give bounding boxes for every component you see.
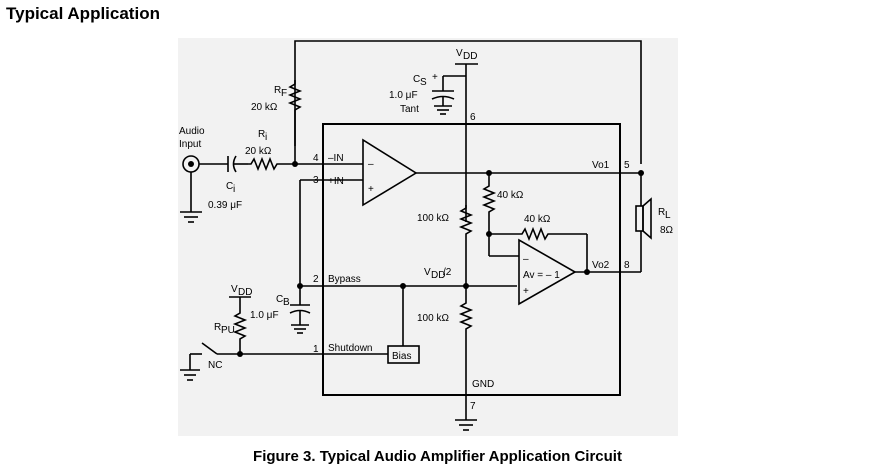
- pin-6-label: 6: [470, 112, 476, 123]
- rpu-resistor: [232, 310, 248, 343]
- r40-upper-value: 40 kΩ: [497, 190, 524, 201]
- audio-input-label: Input: [179, 139, 201, 150]
- vdd-half-label: /2: [443, 267, 452, 278]
- pin-2-name: Bypass: [328, 274, 361, 285]
- section-heading: Typical Application: [6, 4, 160, 23]
- rl-label: L: [665, 210, 671, 221]
- r40-lower-resistor: [519, 226, 551, 242]
- diagram-panel: [178, 38, 678, 436]
- pin-4-name: –IN: [328, 153, 344, 164]
- vdd-pu-label: DD: [238, 287, 252, 298]
- pin-7-label: 7: [470, 401, 476, 412]
- pin-5-label: 5: [624, 160, 630, 171]
- rf-label: F: [281, 88, 287, 99]
- rf-resistor: [287, 80, 303, 114]
- vdd-label: V: [456, 48, 463, 59]
- vo2-label: Vo2: [592, 260, 610, 271]
- vdd-pu-label: V: [231, 284, 238, 295]
- pin-8-label: 8: [624, 260, 630, 271]
- ic-package: [322, 123, 621, 396]
- cs-plus-label: +: [432, 72, 438, 83]
- vdd-half-label: V: [424, 267, 431, 278]
- ci-label: C: [226, 181, 233, 192]
- nc-label: NC: [208, 360, 222, 371]
- r100-lower-value: 100 kΩ: [417, 313, 449, 324]
- r40-lower-value: 40 kΩ: [524, 214, 551, 225]
- nc-switch: [201, 342, 218, 355]
- vdd-label: DD: [463, 51, 477, 62]
- ri-value: 20 kΩ: [245, 146, 272, 157]
- pin-3-label: 3: [313, 175, 319, 186]
- rf-value: 20 kΩ: [251, 102, 278, 113]
- vdd-half-label: DD: [431, 270, 445, 281]
- ci-label: i: [233, 184, 235, 195]
- r40-upper-resistor: [481, 183, 497, 216]
- opamp-minus-label: –: [523, 254, 529, 265]
- bias-label: Bias: [392, 351, 411, 362]
- pin-1-label: 1: [313, 344, 319, 355]
- opamp-plus-label: +: [523, 286, 529, 297]
- gnd-label: GND: [472, 379, 494, 390]
- cs-label: S: [420, 77, 427, 88]
- speaker-icon: [635, 205, 644, 232]
- cb-label: B: [283, 297, 290, 308]
- cb-label: C: [276, 294, 283, 305]
- ri-resistor: [248, 156, 280, 172]
- gain-label: Av = – 1: [523, 270, 560, 281]
- cs-type: Tant: [400, 104, 419, 115]
- junction-dot: [292, 161, 298, 167]
- cs-value: 1.0 μF: [389, 90, 418, 101]
- rpu-label: R: [214, 322, 221, 333]
- cb-value: 1.0 μF: [250, 310, 279, 321]
- ri-label: R: [258, 129, 265, 140]
- figure-caption: Figure 3. Typical Audio Amplifier Applic…: [253, 448, 622, 465]
- pin-4-label: 4: [313, 153, 319, 164]
- r100-lower-resistor: [458, 300, 474, 333]
- opamp-minus-label: –: [368, 159, 374, 170]
- audio-input-label: Audio: [179, 126, 205, 137]
- opamp-2: [518, 238, 577, 306]
- vo1-label: Vo1: [592, 160, 610, 171]
- rpu-label: PU: [221, 325, 235, 336]
- rl-value: 8Ω: [660, 225, 674, 236]
- r100-upper-resistor: [458, 205, 474, 238]
- pin-3-name: +IN: [328, 176, 344, 187]
- rl-label: R: [658, 207, 665, 218]
- r100-upper-value: 100 kΩ: [417, 213, 449, 224]
- opamp-1: [362, 138, 418, 207]
- ri-label: i: [265, 132, 267, 143]
- ci-value: 0.39 μF: [208, 200, 242, 211]
- opamp-plus-label: +: [368, 184, 374, 195]
- cs-label: C: [413, 74, 420, 85]
- pin-1-name: Shutdown: [328, 343, 372, 354]
- rf-label: R: [274, 85, 281, 96]
- pin-2-label: 2: [313, 274, 319, 285]
